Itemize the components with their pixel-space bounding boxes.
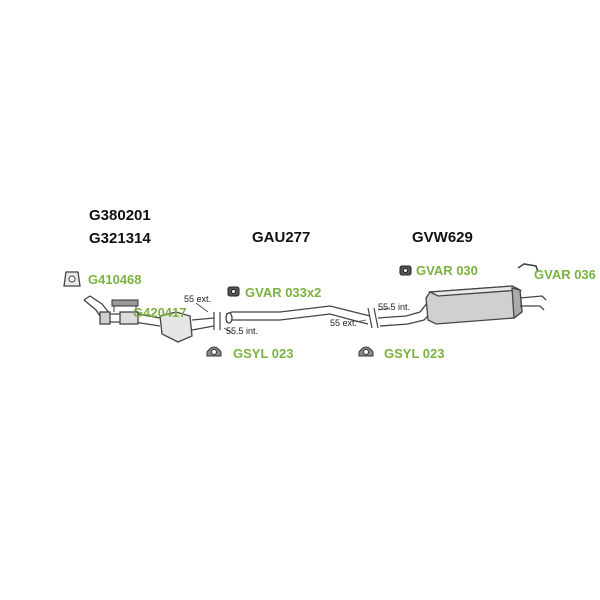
part-label-g380201: G380201	[89, 207, 151, 224]
front-joint	[195, 302, 233, 334]
accessory-label-bracket: GVAR 036	[534, 267, 596, 282]
accessory-label-hanger-rear: GVAR 030	[416, 263, 478, 278]
rear-joint	[355, 307, 391, 329]
dimension-front-int: 55.5 int.	[226, 326, 259, 336]
part-label-gau277: GAU277	[252, 229, 311, 246]
clamp-icon-left	[206, 346, 222, 357]
accessory-label-mount: G420417	[133, 305, 187, 320]
clamp-icon-right	[358, 346, 374, 357]
accessory-label-hanger-middle: GVAR 033x2	[245, 285, 322, 300]
mount-icon	[111, 299, 139, 312]
hanger-icon-rear	[399, 265, 412, 276]
dimension-front-ext: 55 ext.	[184, 294, 212, 304]
part-label-g321314: G321314	[89, 230, 151, 247]
dimension-rear-ext: 55 ext.	[330, 318, 358, 328]
dimension-rear-int: 55.5 int.	[378, 302, 411, 312]
bracket-icon	[517, 263, 539, 273]
accessory-label-clamp-right: GSYL 023	[384, 346, 445, 361]
accessory-label-clamp-left: GSYL 023	[233, 346, 294, 361]
middle-pipe	[225, 305, 371, 325]
front-section	[83, 295, 215, 343]
rear-silencer	[377, 285, 547, 327]
part-label-gvw629: GVW629	[412, 229, 473, 246]
accessory-label-gasket: G410468	[88, 272, 142, 287]
hanger-icon-middle	[227, 286, 240, 297]
gasket-icon	[63, 271, 81, 287]
